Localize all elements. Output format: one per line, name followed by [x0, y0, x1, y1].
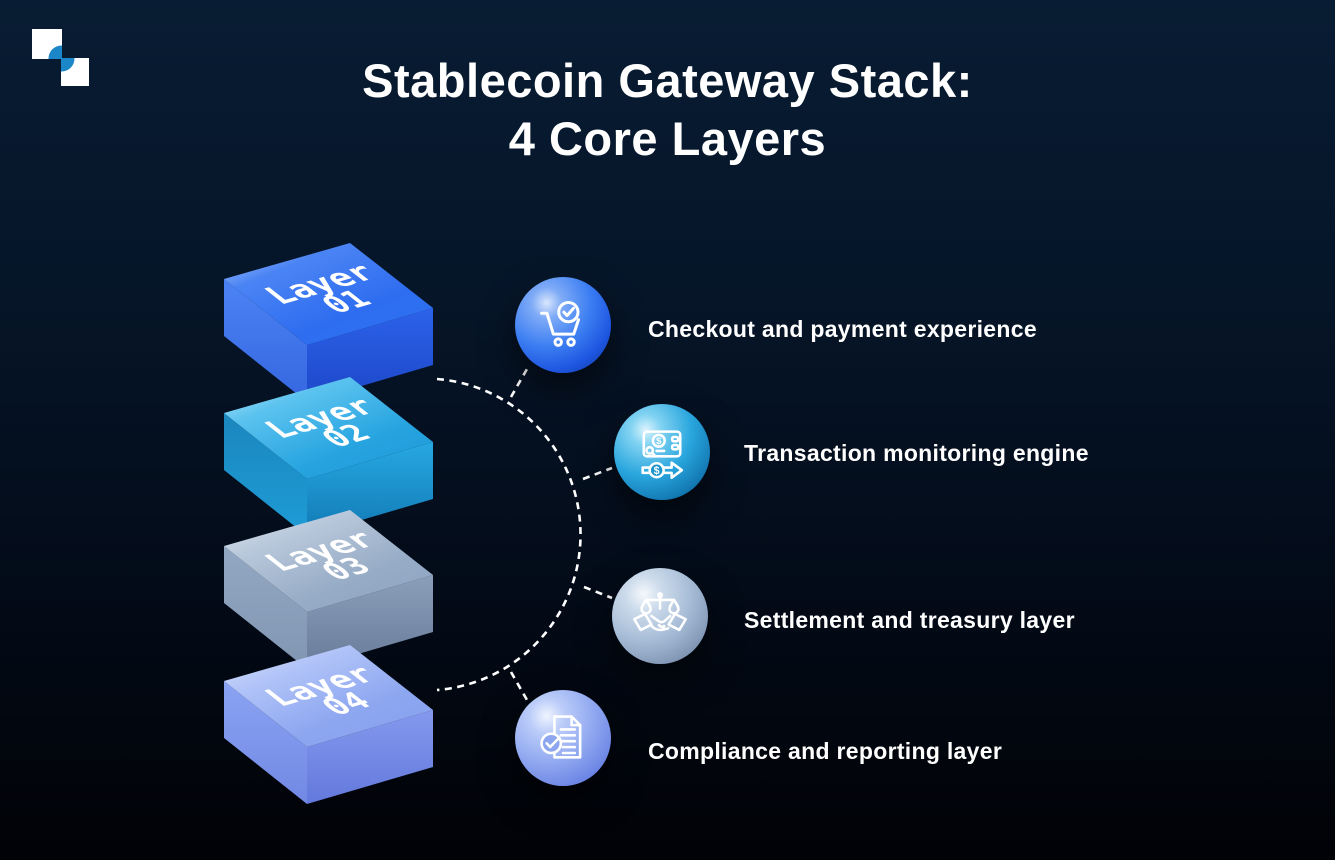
- layer-04-top-face: [224, 645, 433, 747]
- layer-02-label: Layer 02: [256, 392, 386, 453]
- layer-01-left-face: [224, 279, 307, 402]
- layer-block-04: [224, 645, 433, 804]
- layer-02-number: 02: [312, 419, 379, 453]
- layer-01-right-face: [307, 308, 433, 402]
- brand-logo: [32, 29, 89, 86]
- layer-02-word: Layer: [256, 392, 386, 445]
- layer-02-top-face: [224, 377, 433, 479]
- scales-handshake-icon: [633, 592, 687, 632]
- layer-block-01: [224, 243, 433, 402]
- layer-block-02: [224, 377, 433, 536]
- layer-03-top-face: [224, 510, 433, 612]
- item-label-monitoring: Transaction monitoring engine: [744, 440, 1089, 466]
- document-check-icon: [540, 715, 582, 759]
- settlement-sphere-badge: [612, 568, 708, 664]
- svg-text:$: $: [654, 465, 660, 477]
- layer-02-right-face: [307, 442, 433, 536]
- transaction-monitor-icon: $ $: [641, 430, 684, 479]
- layer-01-top-face: [224, 243, 433, 345]
- item-label-checkout: Checkout and payment experience: [648, 316, 1037, 342]
- layer-01-number: 01: [312, 285, 379, 319]
- layer-03-right-face: [307, 575, 433, 669]
- connector-arc-group: [436, 368, 613, 701]
- connector-spur-4: [509, 671, 529, 701]
- layer-01-label: Layer 01: [256, 258, 386, 319]
- layer-04-word: Layer: [256, 660, 386, 713]
- checkout-sphere-badge: [515, 277, 611, 373]
- layer-04-left-face: [224, 681, 307, 804]
- layer-02-left-face: [224, 413, 307, 536]
- svg-text:$: $: [656, 436, 662, 447]
- layer-block-03: [224, 510, 433, 669]
- layer-03-number: 03: [312, 552, 379, 586]
- layer-03-left-face: [224, 546, 307, 669]
- cart-check-icon: [540, 301, 581, 347]
- monitoring-sphere-badge: $ $: [614, 404, 710, 500]
- layer-03-word: Layer: [256, 525, 386, 578]
- item-label-compliance: Compliance and reporting layer: [648, 738, 1003, 764]
- connector-spur-2: [582, 466, 613, 481]
- layer-04-number: 04: [312, 687, 379, 721]
- layer-01-word: Layer: [256, 258, 386, 311]
- layer-04-label: Layer 04: [256, 660, 386, 721]
- layer-04-right-face: [307, 710, 433, 804]
- compliance-sphere-badge: [515, 690, 611, 786]
- title-line-2: 4 Core Layers: [508, 112, 827, 165]
- connector-arc: [436, 377, 582, 692]
- layer-03-label: Layer 03: [256, 525, 386, 586]
- connector-spur-3: [583, 585, 613, 600]
- title-line-1: Stablecoin Gateway Stack:: [362, 54, 973, 107]
- page-title: Stablecoin Gateway Stack: 4 Core Layers: [0, 52, 1335, 168]
- connector-spur-1: [509, 368, 529, 398]
- item-label-settlement: Settlement and treasury layer: [744, 607, 1075, 633]
